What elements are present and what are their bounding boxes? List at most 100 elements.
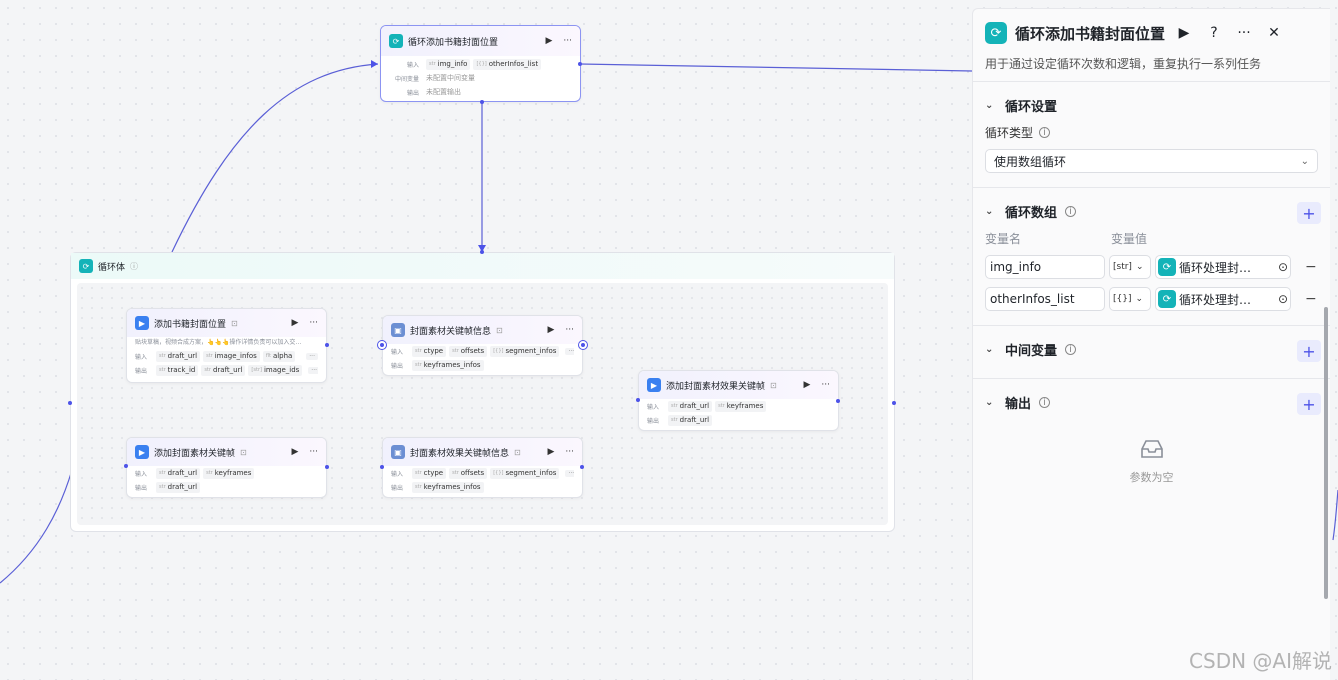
add-cover-keyframes-out-port[interactable] <box>325 465 329 469</box>
output-section: ⌄ 输出 i + 参数为空 <box>973 378 1330 499</box>
target-icon[interactable]: ⊙ <box>1277 260 1288 274</box>
more-icon[interactable]: ··· <box>565 325 574 335</box>
add-effect-keyframes-title: 添加封面素材效果关键帧 <box>666 381 766 392</box>
loop-body-title: 循环体 <box>98 262 126 273</box>
loop-icon: ⟳ <box>1158 258 1176 276</box>
loop-icon: ⟳ <box>985 22 1007 44</box>
help-icon[interactable]: ? <box>1210 25 1218 41</box>
more-icon[interactable]: ··· <box>1237 25 1251 41</box>
chevron-down-icon[interactable]: ⌄ <box>985 99 994 111</box>
loop-array-header[interactable]: ⌄ 循环数组 i <box>985 200 1318 222</box>
play-icon[interactable]: ▶ <box>803 380 811 390</box>
edge-lower-left <box>0 469 73 584</box>
add-effect-keyframes-in-port[interactable] <box>636 398 640 402</box>
loop-settings-section: ⌄ 循环设置 循环类型 i 使用数组循环 ⌄ <box>973 81 1330 187</box>
add-cover-keyframes-in-port[interactable] <box>124 464 128 468</box>
edge-right-panel-cut <box>1332 489 1338 541</box>
panel-header: ⟳ 循环添加书籍封面位置 ▶ ? ··· ✕ <box>973 9 1330 57</box>
info-icon[interactable]: i <box>1039 396 1051 408</box>
chevron-down-icon[interactable]: ⌄ <box>985 396 994 408</box>
add-cover-desc: 贴块草稿，视频合成方案，👆👆👆操作详情负责可以加入交… <box>135 339 302 346</box>
panel-scrollbar[interactable] <box>1324 307 1328 599</box>
loop-type-select[interactable]: 使用数组循环 ⌄ <box>985 149 1318 173</box>
target-icon[interactable]: ⊙ <box>1277 292 1288 306</box>
loop-node-header: ⟳ 循环添加书籍封面位置 ▶ ··· <box>381 26 580 56</box>
add-effect-keyframes-out-port[interactable] <box>836 399 840 403</box>
plugin-badge-icon: ⊡ <box>496 325 503 335</box>
info-icon[interactable]: i <box>1065 343 1077 355</box>
more-icon[interactable]: ··· <box>565 447 574 457</box>
add-array-button[interactable]: + <box>1297 202 1321 224</box>
loop-node-body-port[interactable] <box>480 100 484 104</box>
panel-description: 用于通过设定循环次数和逻辑，重复执行一系列任务 <box>985 57 1262 71</box>
cover-keyframes-out-port[interactable] <box>579 341 587 349</box>
chevron-down-icon[interactable]: ⌄ <box>985 205 994 217</box>
remove-row-button[interactable]: − <box>1305 259 1317 275</box>
add-cover-node[interactable]: ▶ 添加书籍封面位置 ⊡ ▶ ··· 贴块草稿，视频合成方案，👆👆👆操作详情负责… <box>126 308 327 383</box>
add-cover-out-port[interactable] <box>325 343 329 347</box>
loop-array-section: ⌄ 循环数组 i + 变量名 变量值 img_info [str]⌄ ⟳ 循环处… <box>973 187 1330 325</box>
image-plugin-icon: ▣ <box>391 323 405 337</box>
loop-icon: ⟳ <box>79 259 93 273</box>
play-icon[interactable]: ▶ <box>291 447 299 457</box>
cover-keyframes-in-port[interactable] <box>378 341 386 349</box>
info-icon[interactable]: i <box>1065 205 1077 217</box>
var-name-input[interactable]: otherInfos_list <box>985 287 1105 311</box>
close-icon[interactable]: ✕ <box>1268 25 1280 41</box>
mid-vars-header[interactable]: ⌄ 中间变量 i <box>985 338 1318 360</box>
edge-loop-to-next <box>579 63 973 72</box>
play-icon[interactable]: ▶ <box>545 36 553 46</box>
var-ref-select[interactable]: ⟳ 循环处理封… ⊙ <box>1155 255 1291 279</box>
run-icon[interactable]: ▶ <box>1178 25 1190 41</box>
info-icon[interactable]: i <box>1039 127 1051 138</box>
chevron-down-icon[interactable]: ⌄ <box>985 343 994 355</box>
loop-body-top-port[interactable] <box>480 250 484 254</box>
loop-body-end-port[interactable] <box>892 401 896 405</box>
play-icon[interactable]: ▶ <box>291 318 299 328</box>
var-name-input[interactable]: img_info <box>985 255 1105 279</box>
panel-title: 循环添加书籍封面位置 <box>1015 24 1166 43</box>
add-output-button[interactable]: + <box>1297 393 1321 415</box>
info-icon[interactable]: ⓘ <box>130 261 139 271</box>
remove-row-button[interactable]: − <box>1305 291 1317 307</box>
cover-effect-keyframes-out-port[interactable] <box>580 465 584 469</box>
add-mid-var-button[interactable]: + <box>1297 340 1321 362</box>
watermark: CSDN @AI解说 <box>1189 649 1332 673</box>
plugin-badge-icon: ⊡ <box>514 447 521 457</box>
loop-array-row: img_info [str]⌄ ⟳ 循环处理封… ⊙ − <box>985 255 1318 279</box>
loop-node-title: 循环添加书籍封面位置 <box>408 37 499 48</box>
more-icon[interactable]: ··· <box>563 36 572 46</box>
empty-inbox-icon <box>1138 437 1166 461</box>
more-icon[interactable]: ··· <box>821 380 830 390</box>
var-ref-select[interactable]: ⟳ 循环处理封… ⊙ <box>1155 287 1291 311</box>
var-type-select[interactable]: [{}]⌄ <box>1109 287 1151 311</box>
play-icon[interactable]: ▶ <box>547 325 555 335</box>
loop-node-mid: 中间变量 未配置中间变量 <box>394 74 475 83</box>
chevron-down-icon: ⌄ <box>1300 155 1309 167</box>
cover-effect-keyframes-in-port[interactable] <box>380 465 384 469</box>
loop-settings-header[interactable]: ⌄ 循环设置 <box>985 99 1058 115</box>
var-type-select[interactable]: [str]⌄ <box>1109 255 1151 279</box>
loop-body-start-port[interactable] <box>68 401 72 405</box>
plugin-badge-icon: ⊡ <box>231 318 238 328</box>
more-icon[interactable]: ··· <box>309 447 318 457</box>
loop-node-output-port[interactable] <box>578 62 582 66</box>
output-header[interactable]: ⌄ 输出 i <box>985 391 1318 413</box>
loop-node-outputs: 输出 未配置输出 <box>406 88 461 97</box>
more-icon[interactable]: ··· <box>309 318 318 328</box>
play-icon[interactable]: ▶ <box>547 447 555 457</box>
video-plugin-icon: ▶ <box>135 445 149 459</box>
output-empty-state: 参数为空 <box>985 437 1318 485</box>
